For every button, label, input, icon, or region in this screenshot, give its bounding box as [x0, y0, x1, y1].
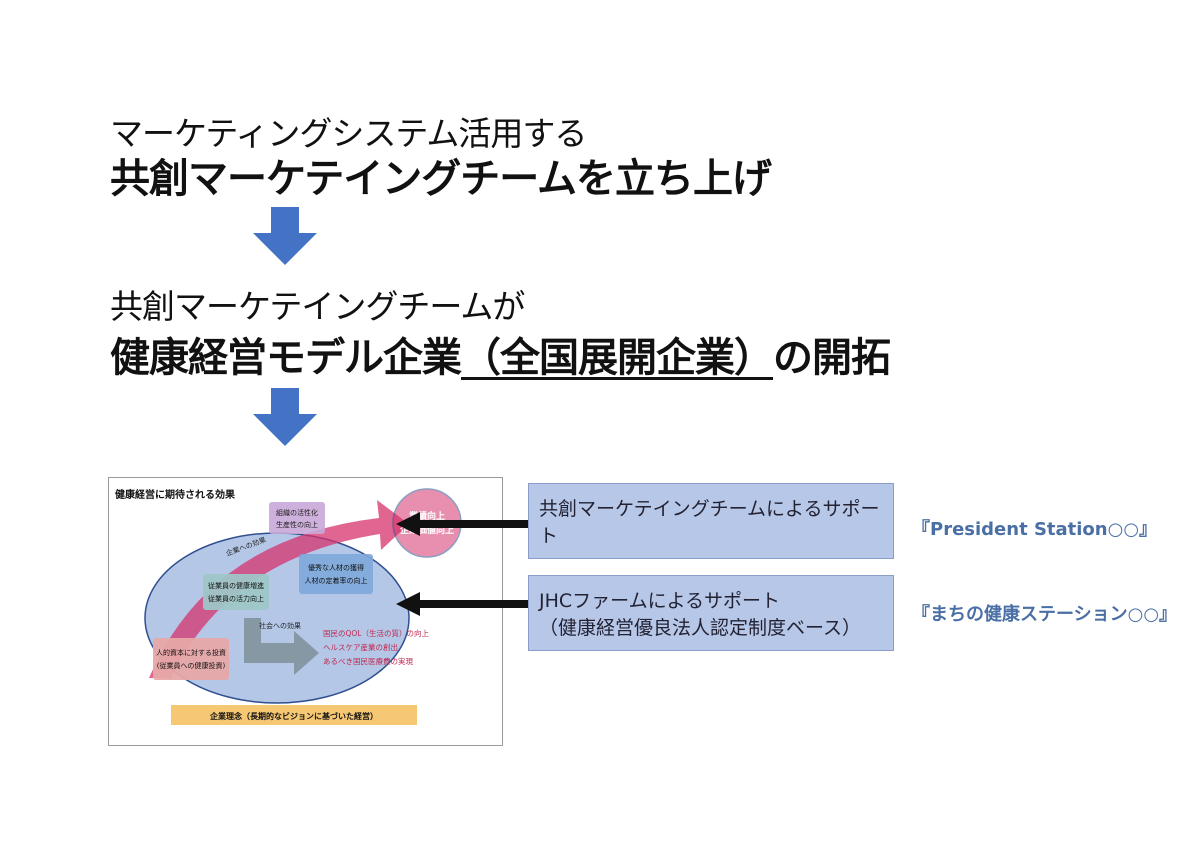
employee-box-text-1: 従業員の健康増進: [208, 581, 264, 590]
jhc-support-box: JHCファームによるサポート （健康経営優良法人認定制度ベース）: [528, 575, 894, 651]
philosophy-bar: [171, 705, 417, 725]
talent-box-text-2: 人材の定着率の向上: [305, 576, 368, 585]
talent-box: [299, 554, 373, 594]
down-arrow-icon: [253, 207, 317, 265]
headline-part-a: 健康経営モデル企業: [110, 335, 462, 381]
town-health-station-label: 『まちの健康ステーション○○』: [912, 604, 1178, 625]
philosophy-text: 企業理念（長期的なビジョンに基づいた経営）: [209, 711, 378, 721]
down-arrow-icon: [253, 388, 317, 446]
jhc-support-subtext: （健康経営優良法人認定制度ベース）: [539, 617, 862, 639]
co-creation-support-text: 共創マーケテイングチームによるサポート: [539, 498, 880, 547]
society-line-3: あるべき国民医療費の実現: [323, 656, 413, 666]
org-box-text-2: 生産性の向上: [276, 520, 318, 529]
employee-box-text-2: 従業員の活力向上: [208, 594, 264, 603]
society-effect-arrow: [244, 618, 319, 675]
subtitle-line-1: マーケティングシステム活用する: [110, 114, 587, 153]
investment-box: [153, 638, 229, 680]
investment-box-text-1: 人的資本に対する投資: [156, 648, 226, 657]
society-line-2: ヘルスケア産業の創出: [323, 642, 398, 652]
headline-line-2: 健康経営モデル企業（全国展開企業）の開拓: [110, 325, 891, 383]
headline-line-1: 共創マーケテイングチームを立ち上げ: [110, 156, 772, 202]
org-box-text-1: 組織の活性化: [276, 508, 318, 517]
left-arrow-icon: [396, 592, 530, 616]
headline-part-c: の開拓: [773, 335, 891, 381]
co-creation-support-box: 共創マーケテイングチームによるサポート: [528, 483, 894, 559]
jhc-support-text: JHCファームによるサポート: [539, 590, 781, 612]
society-line-1: 国民のQOL（生活の質）の向上: [323, 628, 429, 638]
effects-diagram: 業績向上 企業価値向上 健康経営に期待される効果 組織の活性化 生産性の向上 企…: [115, 488, 462, 725]
headline-part-b: （全国展開企業）: [461, 335, 774, 381]
talent-box-text-1: 優秀な人材の獲得: [308, 563, 364, 572]
investment-box-text-2: (従業員への健康投資): [157, 661, 226, 670]
society-effect-label: 社会への効果: [259, 621, 301, 630]
employee-box: [203, 574, 269, 610]
president-station-label: 『President Station○○』: [912, 519, 1158, 540]
subtitle-line-2: 共創マーケテイングチームが: [110, 287, 525, 326]
left-arrow-icon: [396, 512, 530, 536]
org-box: [269, 502, 325, 534]
figure-heading: 健康経営に期待される効果: [115, 488, 236, 501]
